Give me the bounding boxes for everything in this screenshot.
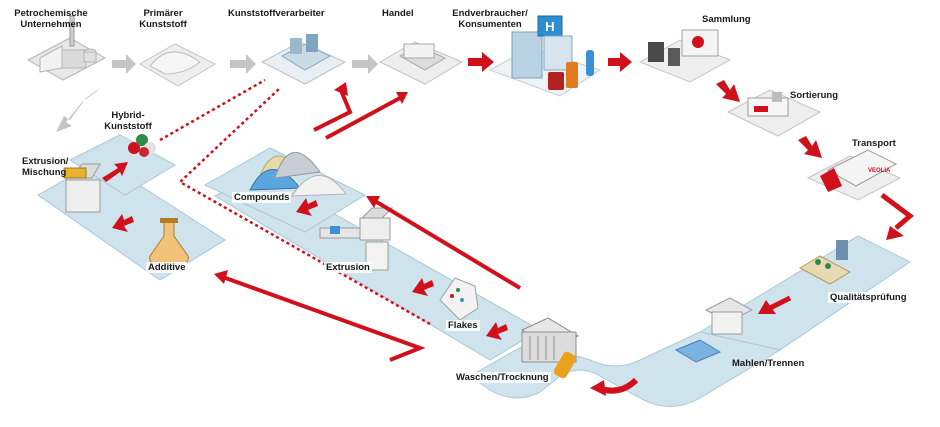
- arrow-transport-to-quality: [880, 193, 914, 230]
- label-hybrid-plastic: Hybrid- Kunststoff: [98, 110, 158, 132]
- sorting-station-icon: [726, 89, 822, 137]
- arrow-flakes-to-extrusion: [412, 278, 434, 296]
- arrow-primary-to-processor: [230, 54, 256, 74]
- label-end-consumers: Endverbraucher/ Konsumenten: [440, 8, 540, 30]
- label-collection: Sammlung: [702, 14, 751, 25]
- flakes-bag-icon: [439, 277, 479, 321]
- red-arrows-collection: [468, 52, 914, 240]
- arrow-petro-to-primary: [112, 54, 136, 74]
- label-additive: Additive: [146, 262, 188, 273]
- label-petrochemical-companies: Petrochemische Unternehmen: [6, 8, 96, 30]
- compounds-piles-icon: [249, 152, 347, 197]
- arrow-consumers-to-collection: [608, 52, 632, 72]
- arrow-collection-to-sorting: [716, 80, 740, 102]
- truck-logo: VEOLIA: [868, 168, 891, 174]
- label-plastic-processor: Kunststoffverarbeiter: [228, 8, 325, 19]
- label-hybrid-line2: Kunststoff: [104, 121, 152, 132]
- label-primary-line1: Primärer: [143, 8, 183, 19]
- label-transport: Transport: [852, 138, 896, 149]
- label-washing-drying: Waschen/Trocknung: [454, 372, 551, 383]
- label-primary-line2: Kunststoff: [139, 19, 187, 30]
- label-petrochemical-line1: Petrochemische: [14, 8, 88, 19]
- transport-truck-icon: VEOLIA: [806, 149, 902, 201]
- arrow-extrusion-to-compounds: [296, 198, 318, 216]
- label-extrusion-mixing-line1: Extrusion/: [22, 156, 69, 167]
- label-flakes: Flakes: [446, 320, 480, 331]
- hospital-sign: H: [545, 19, 554, 34]
- arrow-sorting-to-transport: [798, 136, 822, 158]
- arrow-petro-down: [56, 88, 100, 132]
- arrow-retail-to-consumers: [468, 52, 494, 72]
- label-petrochemical-line2: Unternehmen: [20, 19, 82, 30]
- label-grinding-separating: Mahlen/Trennen: [732, 358, 805, 369]
- arrow-quality-to-grinding: [768, 295, 792, 311]
- label-quality-check: Qualitätsprüfung: [828, 292, 909, 303]
- arrow-flakes-to-additive: [219, 274, 426, 362]
- top-row-arrows: [56, 54, 378, 132]
- arrow-processor-to-retail: [352, 54, 378, 74]
- label-extrusion: Extrusion: [324, 262, 372, 273]
- arrow-flakes-up: [368, 196, 522, 290]
- red-arrows-recycling-loop: [102, 78, 792, 396]
- label-extrusion-mixing-line2: Mischung: [22, 167, 67, 178]
- arrow-mixing-to-hybrid: [102, 162, 128, 182]
- label-compounds: Compounds: [232, 192, 292, 203]
- arrow-compounds-to-retail: [325, 96, 401, 140]
- arrow-additive-to-mixing: [112, 214, 134, 232]
- label-sorting: Sortierung: [790, 90, 839, 101]
- extrusion-mixing-machine-icon: [63, 163, 101, 213]
- label-extrusion-mixing: Extrusion/ Mischung: [22, 156, 68, 178]
- dotted-flakes-to-processor: [177, 87, 431, 326]
- washing-machine-icon: [520, 317, 580, 379]
- retail-store-icon: [378, 41, 464, 85]
- arrow-compounds-to-processor: [313, 87, 353, 132]
- petrochemical-plant-icon: [26, 15, 107, 81]
- label-hybrid-line1: Hybrid-: [111, 110, 145, 121]
- label-retail: Handel: [382, 8, 414, 19]
- plastic-processor-factory-icon: [260, 34, 347, 85]
- quality-check-station-icon: [798, 240, 852, 285]
- label-end-consumers-line1: Endverbraucher/: [452, 8, 528, 19]
- primary-plastic-granules-icon: [138, 43, 217, 87]
- consumers-city-icon: H: [488, 15, 602, 97]
- label-primary-plastic: Primärer Kunststoff: [128, 8, 198, 30]
- arrow-washing-to-flakes: [486, 322, 508, 340]
- label-end-consumers-line2: Konsumenten: [458, 19, 522, 30]
- collection-truck-icon: [638, 29, 732, 83]
- dotted-hybrid-to-processor: [159, 78, 266, 142]
- hybrid-plastic-granules-icon: [128, 134, 156, 157]
- grinding-machine-icon: [674, 297, 754, 363]
